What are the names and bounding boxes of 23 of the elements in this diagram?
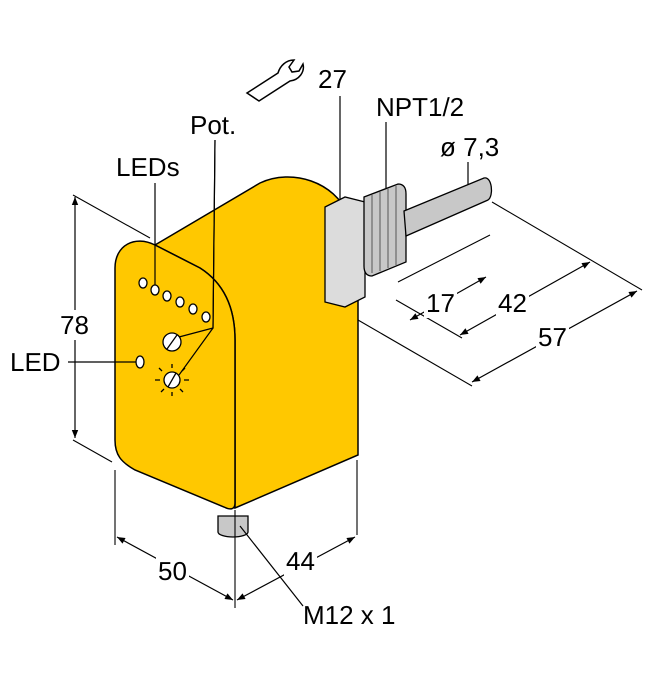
leader-line (178, 140, 216, 376)
adjust-screw (163, 371, 181, 389)
callout-text: M12 x 1 (303, 600, 396, 630)
leader-line (339, 96, 341, 200)
dimension-label: 78 (58, 310, 91, 340)
leader-line (240, 526, 304, 606)
leader-line (385, 122, 387, 188)
callout-text: Pot. (190, 110, 236, 140)
leader-line (154, 183, 156, 285)
callout-text: LED (10, 347, 61, 377)
connector-plug (217, 515, 249, 538)
leader-line (467, 162, 469, 185)
probe-rod (403, 177, 492, 237)
led-row (138, 277, 211, 323)
callout-text: 27 (318, 64, 347, 94)
callout-text: LEDs (116, 152, 180, 182)
hex-nut (324, 196, 366, 308)
callout-text: ø 7,3 (440, 132, 500, 162)
potentiometer-screw (162, 332, 182, 352)
led (135, 355, 145, 369)
thread (363, 183, 407, 277)
callout-text: NPT1/2 (376, 92, 464, 122)
leader-line (68, 361, 136, 363)
